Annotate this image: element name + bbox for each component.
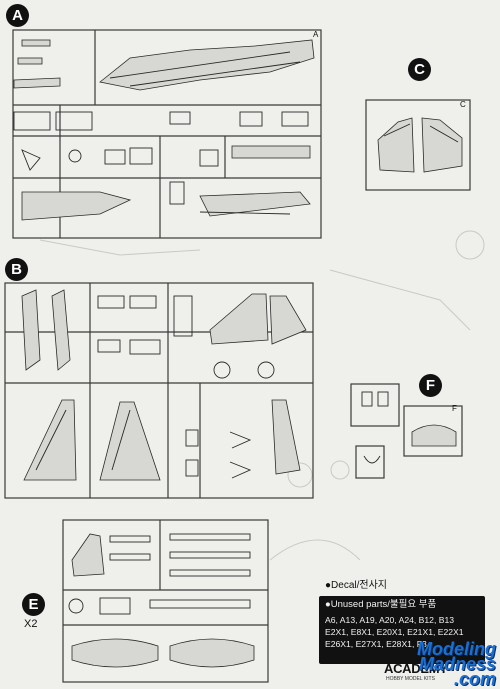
unused-parts-line-1: A6, A13, A19, A20, A24, B12, B13 xyxy=(325,615,455,625)
sprue-f-corner-tag: F xyxy=(452,404,457,413)
unused-parts-line-2: E2X1, E8X1, E20X1, E21X1, E22X1 xyxy=(325,627,464,637)
sprue-f-parts xyxy=(350,383,463,479)
watermark-line-2: Madness xyxy=(418,654,496,674)
sprue-a-badge: A xyxy=(6,4,29,27)
ghost-show-through xyxy=(39,230,485,561)
sprue-b-parts xyxy=(4,282,314,499)
sprue-f-badge: F xyxy=(419,374,442,397)
decal-title: ●Decal/전사지 xyxy=(325,580,387,591)
sprue-b-badge: B xyxy=(5,258,28,281)
sprue-a-frame xyxy=(13,30,319,236)
sprue-c-parts xyxy=(365,99,471,191)
unused-parts-heading: ●Unused parts/불필요 부품 xyxy=(325,599,437,610)
sprue-e-parts xyxy=(62,519,269,683)
sprue-a-parts xyxy=(12,29,322,239)
watermark-line-1: Modeling xyxy=(417,639,496,659)
unused-parts-line-3: E26X1, E27X1, E28X1, F3 xyxy=(325,639,427,649)
sprue-e-badge: E xyxy=(22,593,45,616)
sprue-c-corner-tag: C xyxy=(460,100,466,109)
watermark-line-3: .com xyxy=(453,669,496,689)
academy-logo: ACADEMY xyxy=(384,661,448,676)
sprue-c-badge: C xyxy=(408,58,431,81)
academy-tagline: HOBBY MODEL KITS xyxy=(386,676,435,682)
unused-parts-box: ●Unused parts/불필요 부품 A6, A13, A19, A20, … xyxy=(319,596,485,664)
sprue-a-corner-tag: A xyxy=(313,30,319,39)
sprue-e-multiplier: X2 xyxy=(24,618,38,630)
modelingmadness-watermark: Modeling Madness .com xyxy=(417,639,496,689)
